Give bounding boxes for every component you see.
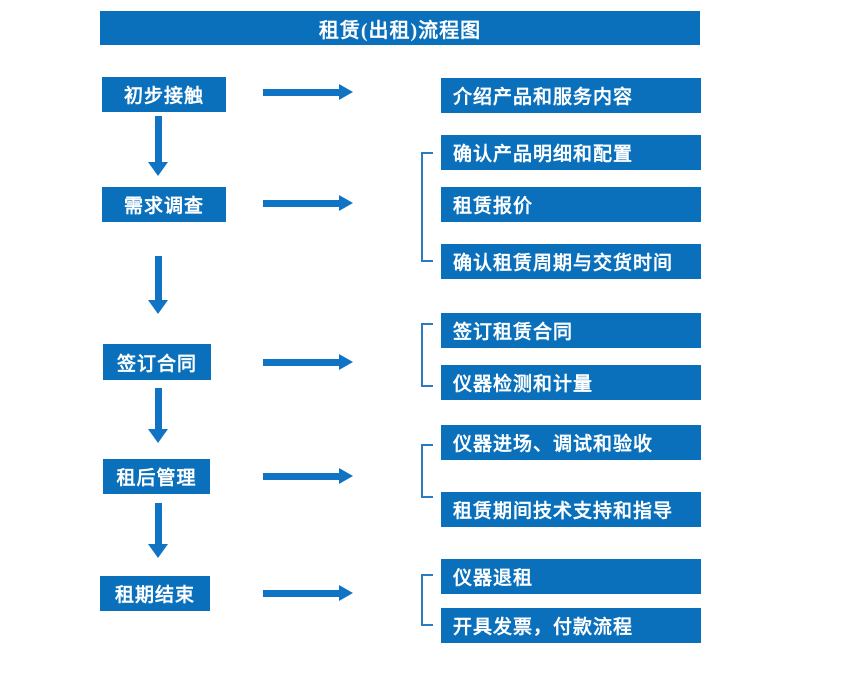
output-invoice-payment-process: 开具发票，付款流程: [441, 608, 701, 643]
step-lease-end: 租期结束: [100, 576, 210, 611]
arrow-head: [339, 468, 353, 484]
bracket-connector: [421, 444, 433, 498]
arrow-right-icon: [263, 84, 353, 100]
arrow-shaft: [263, 88, 341, 96]
arrow-head: [339, 354, 353, 370]
step-post-rental-management: 租后管理: [103, 459, 210, 494]
step-demand-survey: 需求调查: [102, 187, 226, 222]
bracket-connector: [421, 152, 433, 262]
arrow-down-icon: [148, 388, 168, 443]
arrow-shaft: [154, 503, 162, 546]
arrow-shaft: [263, 358, 341, 366]
step-initial-contact: 初步接触: [102, 77, 226, 112]
arrow-head: [148, 162, 168, 176]
arrow-right-icon: [263, 468, 353, 484]
output-instrument-testing-metering: 仪器检测和计量: [441, 365, 701, 400]
bracket-connector: [421, 323, 433, 387]
bracket-connector: [421, 574, 433, 626]
arrow-right-icon: [263, 195, 353, 211]
step-sign-contract: 签订合同: [103, 344, 211, 380]
arrow-right-icon: [263, 354, 353, 370]
output-introduce-products-services: 介绍产品和服务内容: [441, 78, 701, 113]
arrow-shaft: [154, 116, 162, 164]
output-instrument-entry-debug-acceptance: 仪器进场、调试和验收: [441, 425, 701, 460]
arrow-right-icon: [263, 585, 353, 601]
arrow-head: [148, 544, 168, 558]
arrow-down-icon: [148, 116, 168, 176]
arrow-shaft: [263, 589, 341, 597]
page-title: 租赁(出租)流程图: [100, 11, 700, 45]
arrow-head: [339, 84, 353, 100]
arrow-head: [339, 585, 353, 601]
output-instrument-return: 仪器退租: [441, 559, 701, 594]
arrow-shaft: [154, 256, 162, 302]
arrow-down-icon: [148, 256, 168, 314]
arrow-head: [148, 300, 168, 314]
arrow-shaft: [263, 472, 341, 480]
arrow-shaft: [154, 388, 162, 431]
output-confirm-product-details: 确认产品明细和配置: [441, 135, 701, 170]
output-rental-tech-support: 租赁期间技术支持和指导: [441, 492, 701, 527]
arrow-shaft: [263, 199, 341, 207]
output-sign-rental-contract: 签订租赁合同: [441, 313, 701, 348]
arrow-down-icon: [148, 503, 168, 558]
output-rental-quotation: 租赁报价: [441, 187, 701, 222]
arrow-head: [339, 195, 353, 211]
output-confirm-rental-period-delivery: 确认租赁周期与交货时间: [441, 244, 701, 279]
arrow-head: [148, 429, 168, 443]
